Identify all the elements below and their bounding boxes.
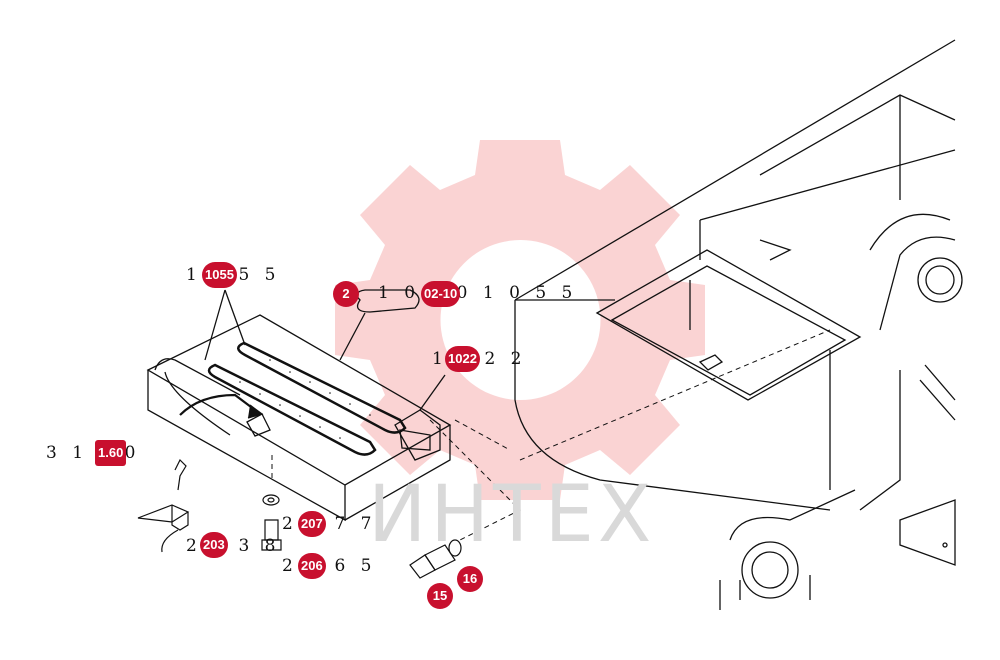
label-2065: 2 0 6 5 [282, 556, 377, 576]
callout-badge-15[interactable]: 15 [427, 583, 453, 609]
callout-badge-2[interactable]: 2 [333, 281, 359, 307]
label-2077: 2 0 7 7 [282, 514, 377, 534]
leader-lines [271, 329, 831, 541]
callout-badge-203[interactable]: 203 [200, 532, 228, 558]
hardware-parts [137, 458, 462, 579]
watermark-gear-icon [335, 140, 705, 500]
label-10201055: 1 0 2 0 1 0 5 5 [378, 283, 578, 303]
machine-frame [514, 39, 963, 610]
callout-badge-207[interactable]: 207 [298, 511, 326, 537]
callout-badge-206[interactable]: 206 [298, 553, 326, 579]
mat-texture [239, 359, 371, 439]
callout-badge-02-10[interactable]: 02-10 [421, 281, 461, 307]
tray-part [146, 289, 452, 522]
watermark-text: ИНТЕХ [368, 470, 656, 560]
callout-badge-16[interactable]: 16 [457, 566, 483, 592]
callout-badge-1055[interactable]: 1055 [202, 262, 237, 288]
callout-badge-1022[interactable]: 1022 [445, 346, 480, 372]
callout-badge-1-60[interactable]: 1.60 [95, 440, 127, 466]
label-3100: 3 1 0 0 [46, 443, 141, 463]
